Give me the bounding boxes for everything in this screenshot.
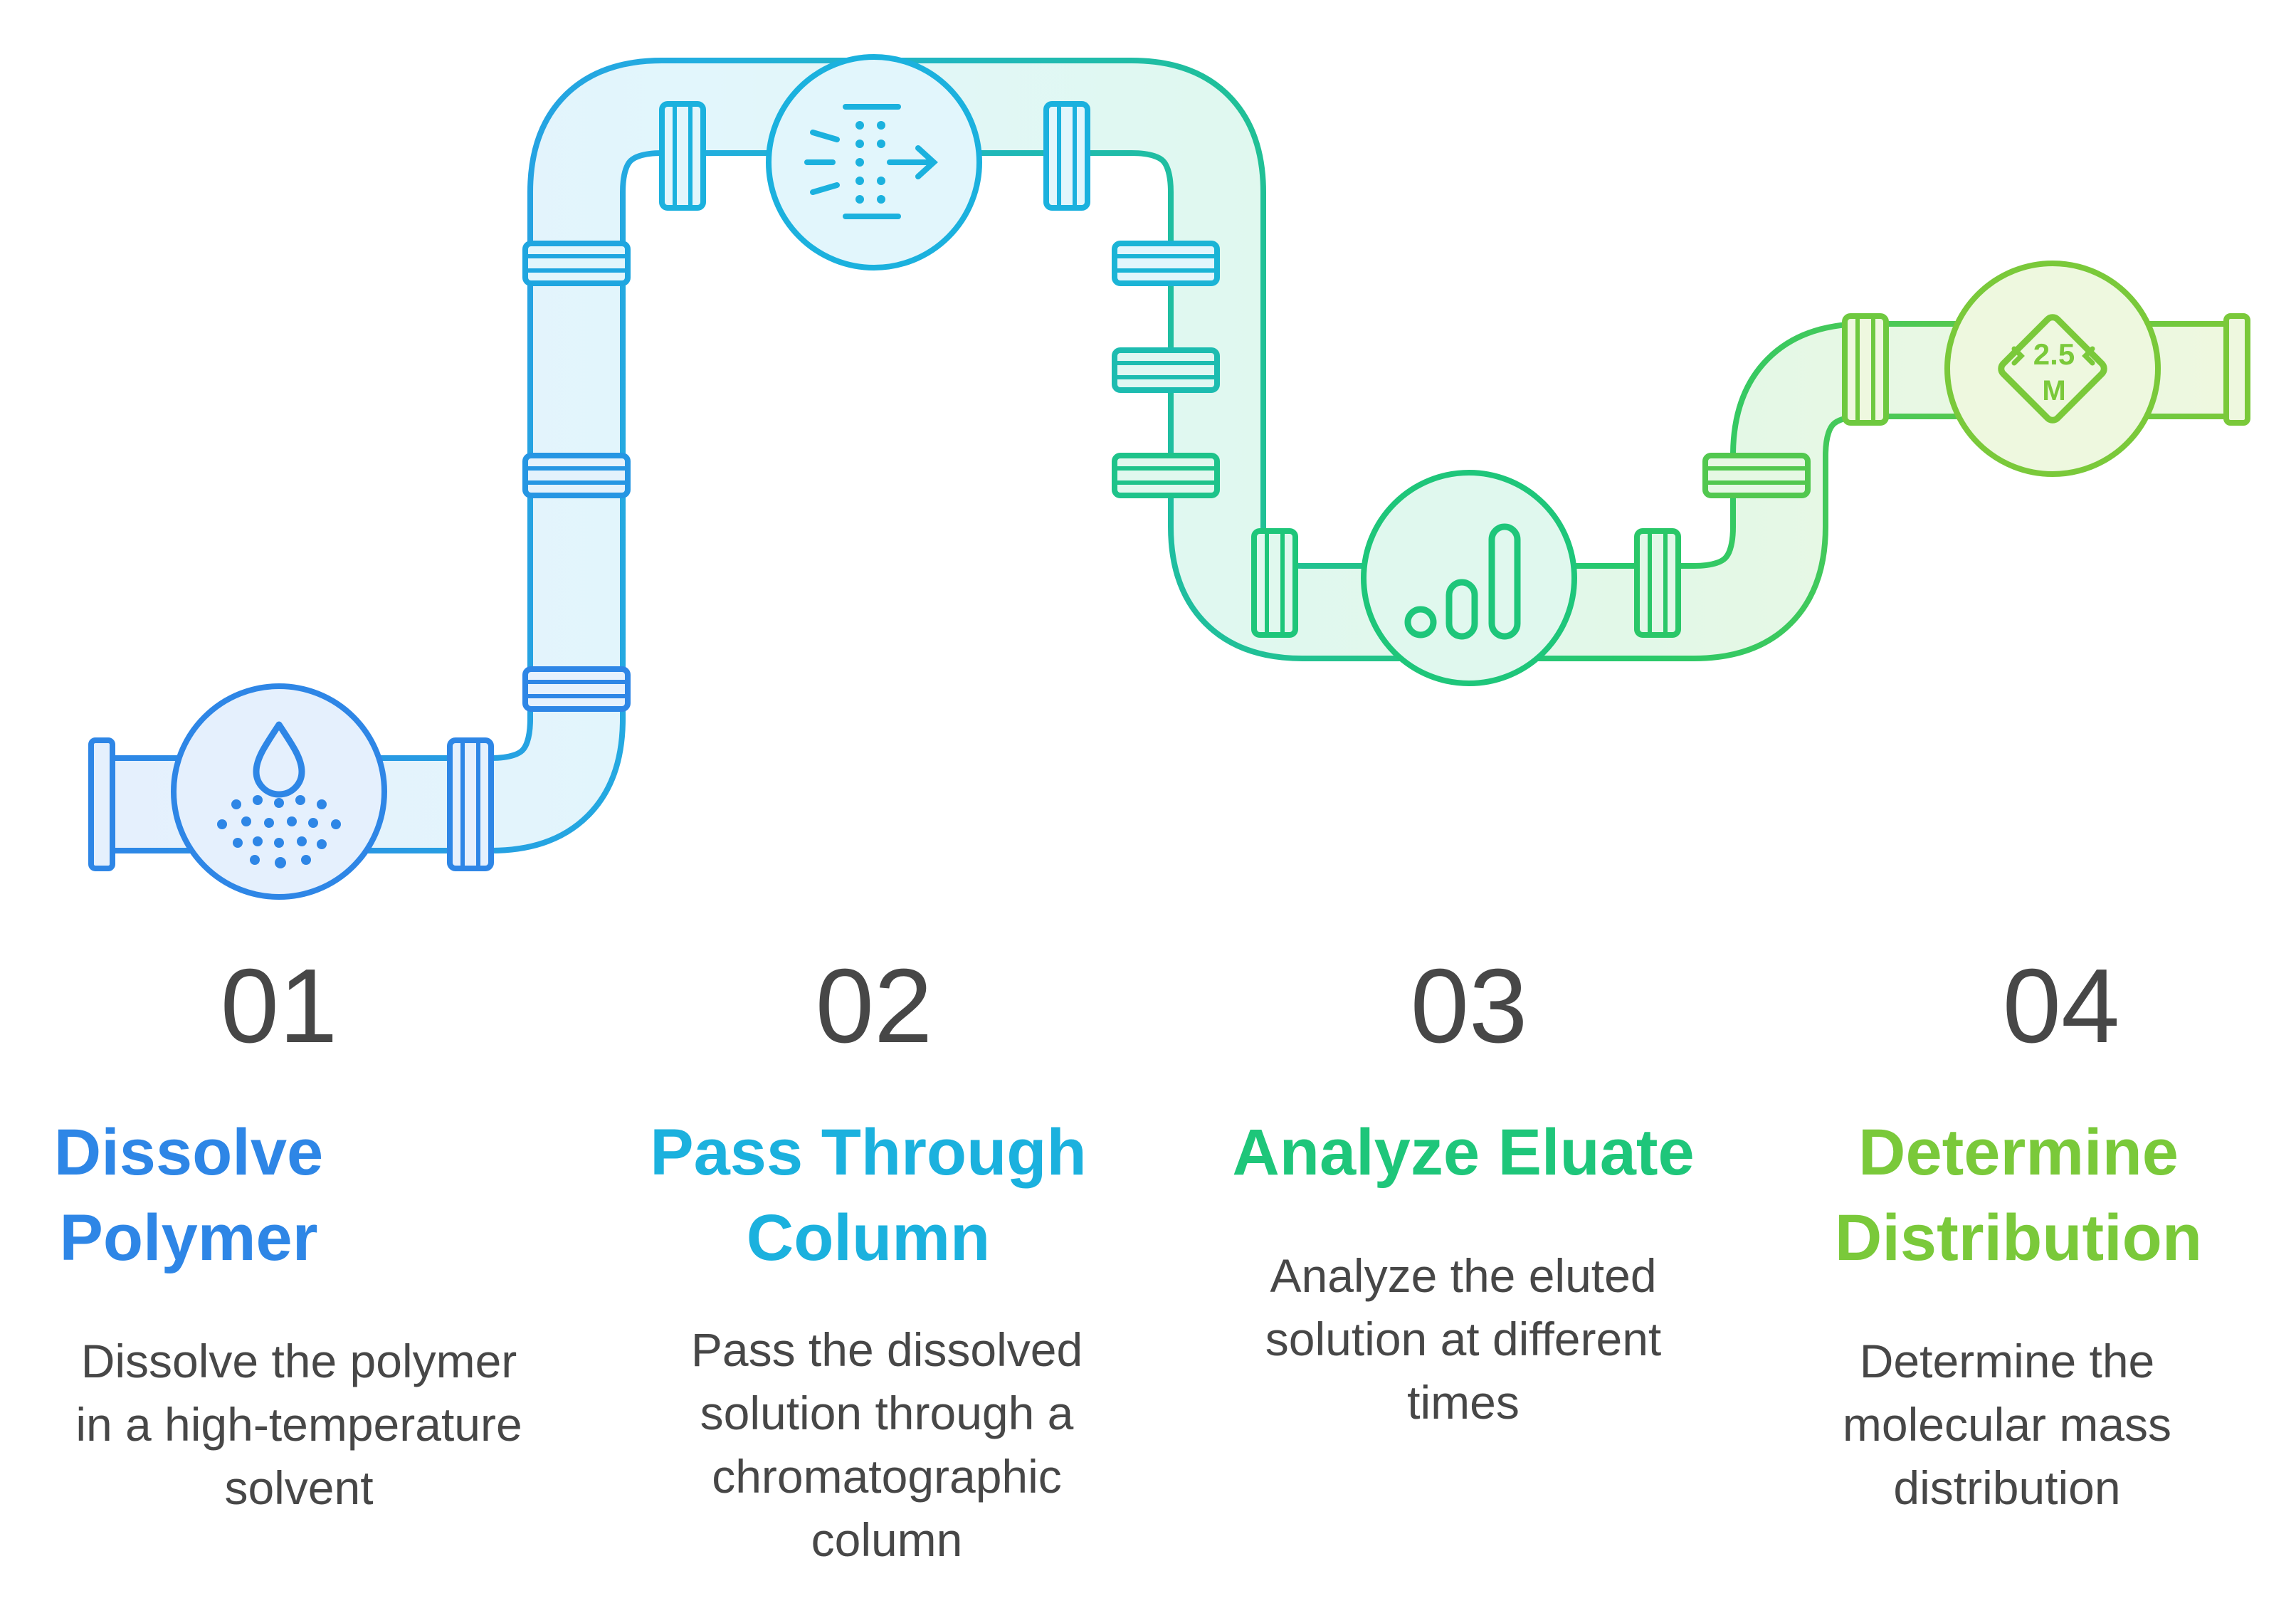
pipe-end-cap-left xyxy=(88,737,115,871)
step-2-title-line: Pass Through xyxy=(650,1116,1087,1189)
step-1-desc-line: Dissolve the polymer xyxy=(80,1335,517,1387)
step-1-desc-line: solvent xyxy=(224,1461,374,1515)
step-4-title-line: Determine xyxy=(1858,1116,2179,1189)
droplet-dissolve-icon xyxy=(171,683,387,900)
step-2-number: 02 xyxy=(815,947,933,1065)
filter-column-icon xyxy=(766,54,982,270)
step-2-desc-line: column xyxy=(811,1513,963,1567)
step-2-desc-line: solution through a xyxy=(700,1387,1074,1440)
step-2-title-line: Column xyxy=(746,1201,991,1274)
step-3-description: Analyze the eluted solution at different… xyxy=(1193,1244,1734,1434)
step-3-number: 03 xyxy=(1410,947,1528,1065)
step-1-title-line: Dissolve xyxy=(53,1116,324,1189)
gauge-unit-text: M xyxy=(2042,375,2065,406)
step-1-desc-line: in a high-temperature xyxy=(75,1398,522,1451)
step-1-title: Dissolve Polymer xyxy=(0,1110,377,1281)
step-1-description: Dissolve the polymer in a high-temperatu… xyxy=(28,1330,569,1520)
step-4-title: Determine Distribution xyxy=(1741,1110,2296,1281)
mass-gauge-icon: 2.5 M xyxy=(1944,261,2161,477)
pipe-end-cap-right xyxy=(2223,313,2250,426)
step-4-title-line: Distribution xyxy=(1834,1201,2203,1274)
step-2-desc-line: chromatographic xyxy=(712,1450,1062,1503)
step-3-desc-line: times xyxy=(1407,1376,1520,1429)
step-1-number: 01 xyxy=(220,947,338,1065)
step-2-title: Pass Through Column xyxy=(598,1110,1139,1281)
step-4-desc-line: molecular mass xyxy=(1842,1398,2172,1451)
step-3-desc-line: Analyze the eluted xyxy=(1270,1249,1657,1302)
step-2-description: Pass the dissolved solution through a ch… xyxy=(616,1318,1157,1572)
step-1-title-line: Polymer xyxy=(59,1201,318,1274)
step-4-desc-line: Determine the xyxy=(1859,1335,2155,1387)
step-4-number: 04 xyxy=(2002,947,2120,1065)
pipe-couplings xyxy=(447,101,1889,871)
step-2-desc-line: Pass the dissolved xyxy=(690,1323,1083,1376)
step-4-description: Determine the molecular mass distributio… xyxy=(1737,1330,2277,1520)
step-3-desc-line: solution at different xyxy=(1265,1313,1662,1366)
step-3-title: Analyze Eluate xyxy=(1193,1110,1734,1196)
bar-chart-icon xyxy=(1361,470,1577,686)
gauge-value-text: 2.5 xyxy=(2033,337,2075,371)
step-4-desc-line: distribution xyxy=(1893,1461,2121,1515)
step-3-title-line: Analyze Eluate xyxy=(1232,1116,1695,1189)
